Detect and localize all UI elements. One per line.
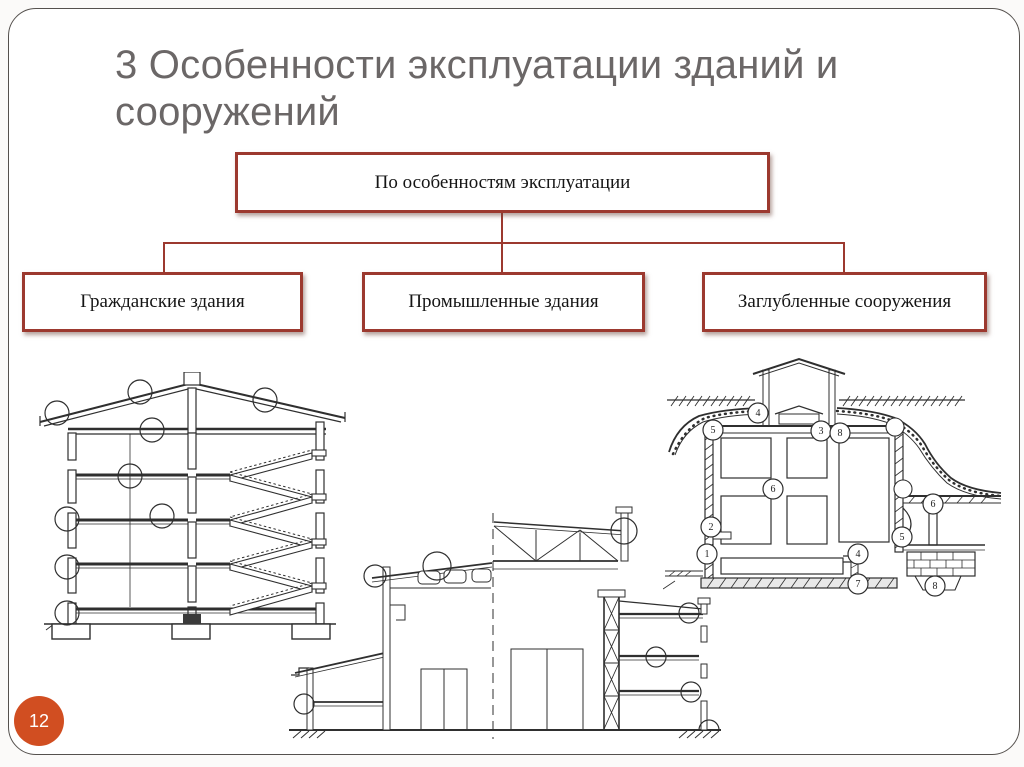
- callout-number: 7: [856, 579, 861, 590]
- callout-number: 8: [933, 581, 938, 592]
- callout-number: 4: [856, 549, 861, 560]
- page-number: 12: [28, 710, 50, 731]
- civil-foundation: [44, 614, 336, 640]
- connector-drop-right: [843, 243, 845, 273]
- buried-tower: [752, 357, 846, 427]
- callout-number: 4: [756, 408, 761, 419]
- buried-callout-circles: 4 5 3 8 6 2 1 6 5 4 7 8: [696, 402, 946, 597]
- callout-number: 6: [931, 499, 936, 510]
- connector-drop-left: [163, 243, 165, 273]
- civil-callout-circles: [44, 379, 278, 626]
- buried-right-annex: [902, 495, 1001, 591]
- callout-number: 1: [705, 549, 710, 560]
- diagram-box-civil-buildings: Гражданские здания: [22, 272, 303, 332]
- callout-number: 6: [771, 484, 776, 495]
- buried-structure-section-drawing: 4 5 3 8 6 2 1 6 5 4 7 8: [663, 357, 1003, 597]
- industrial-lattice-column: [597, 589, 626, 730]
- slide-title: 3 Особенности эксплуатации зданий и соор…: [115, 43, 839, 134]
- diagram-box-industrial-buildings: Промышленные здания: [362, 272, 645, 332]
- civil-roof: [39, 372, 346, 435]
- industrial-hall: [363, 551, 618, 731]
- callout-number: 3: [819, 426, 824, 437]
- connector-root-stem: [501, 213, 503, 243]
- industrial-left-annex: [291, 651, 390, 731]
- buried-structure-box: [700, 425, 904, 589]
- industrial-right-annex: [618, 597, 720, 731]
- connector-horizontal: [163, 242, 845, 244]
- connector-drop-center: [501, 243, 503, 273]
- civil-building-section-drawing: [39, 372, 346, 640]
- page-number-badge: 12: [14, 696, 64, 746]
- civil-floor-slabs: [76, 434, 316, 614]
- civil-staircase: [229, 449, 327, 616]
- callout-number: 8: [838, 428, 843, 439]
- callout-number: 5: [900, 532, 905, 543]
- callout-number: 5: [711, 425, 716, 436]
- industrial-building-section-drawing: [289, 506, 721, 739]
- industrial-roof-truss: [493, 506, 638, 562]
- diagram-box-root: По особенностям эксплуатации: [235, 152, 770, 213]
- buried-earth-mound: [668, 407, 1003, 500]
- buried-ground-surface: [667, 395, 965, 407]
- callout-number: 2: [709, 522, 714, 533]
- diagram-box-buried-structures: Заглубленные сооружения: [702, 272, 987, 332]
